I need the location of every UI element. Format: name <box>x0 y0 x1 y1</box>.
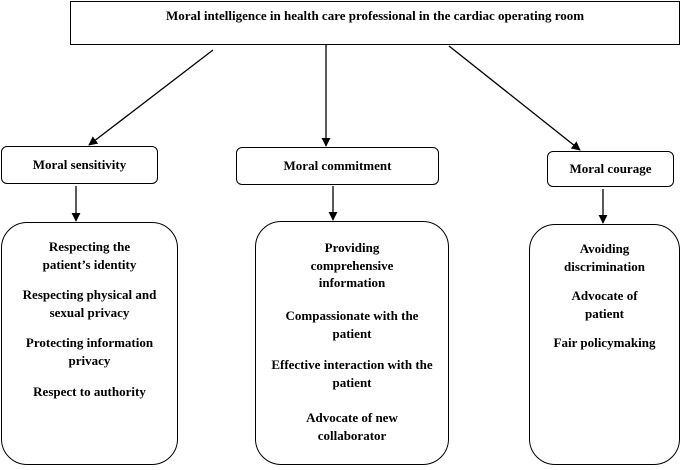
category-moral-sensitivity: Moral sensitivity <box>1 146 158 184</box>
arrow-root-to-sensitivity <box>88 49 214 146</box>
details-moral-commitment: Providing comprehensive information Comp… <box>255 221 449 465</box>
list-item: Advocate of new collaborator <box>306 410 398 443</box>
category-moral-courage: Moral courage <box>547 151 674 187</box>
details-moral-sensitivity: Respecting the patient’s identity Respec… <box>1 222 178 465</box>
list-item: Fair policymaking <box>553 335 656 350</box>
category-moral-commitment: Moral commitment <box>236 147 439 185</box>
root-title-box: Moral intelligence in health care profes… <box>70 1 680 45</box>
list-item: Providing comprehensive information <box>310 240 394 290</box>
list-item: Effective interaction with the patient <box>271 357 433 390</box>
category-label: Moral sensitivity <box>32 157 127 172</box>
list-item: Respecting the patient’s identity <box>42 239 137 272</box>
category-label: Moral commitment <box>283 158 392 173</box>
list-item: Compassionate with the patient <box>285 308 419 341</box>
root-title: Moral intelligence in health care profes… <box>165 8 585 23</box>
list-item: Protecting information privacy <box>25 335 154 368</box>
list-item: Respect to authority <box>33 384 146 399</box>
list-item: Avoiding discrimination <box>564 241 645 274</box>
list-item: Advocate of patient <box>571 288 638 321</box>
category-label: Moral courage <box>569 161 652 176</box>
list-item: Respecting physical and sexual privacy <box>22 287 157 320</box>
details-moral-courage: Avoiding discrimination Advocate of pati… <box>529 224 680 465</box>
arrow-root-to-courage <box>448 45 581 151</box>
